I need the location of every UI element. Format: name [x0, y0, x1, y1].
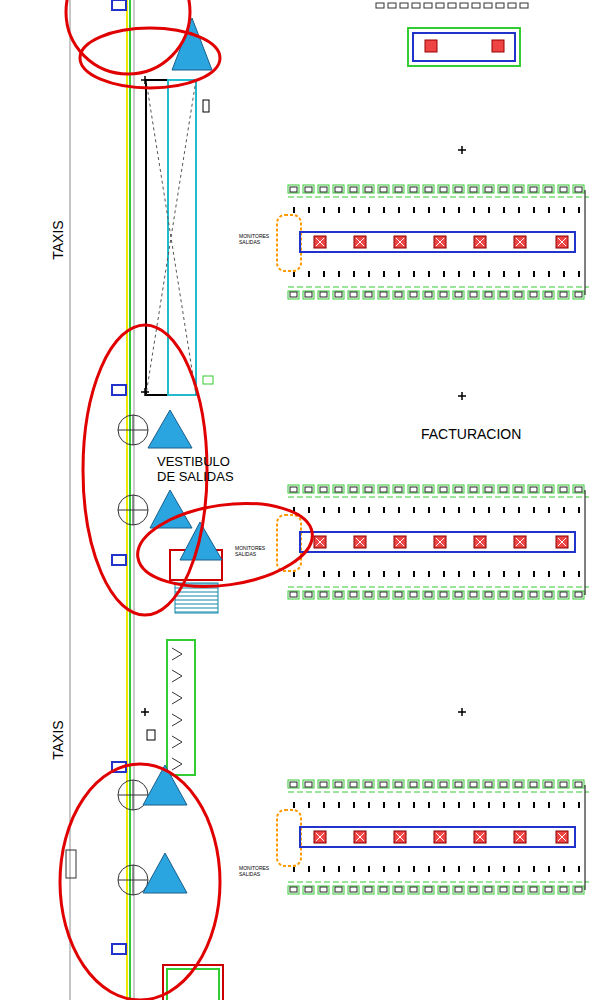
grid-mark — [141, 388, 149, 396]
desk — [376, 3, 384, 8]
area-label: FACTURACION — [421, 426, 521, 442]
grid-mark — [458, 146, 466, 154]
kiosks — [167, 640, 195, 775]
desk — [400, 3, 408, 8]
highlight-triangle — [143, 853, 187, 893]
x-box — [425, 40, 437, 52]
desk — [472, 3, 480, 8]
void-rect — [168, 80, 196, 395]
small-box — [147, 730, 155, 740]
void-rect — [146, 80, 196, 395]
desk — [460, 3, 468, 8]
grid-mark — [141, 76, 149, 84]
desk — [484, 3, 492, 8]
desk — [496, 3, 504, 8]
facade-line — [134, 0, 135, 1000]
sign-label: MONITORES SALIDAS — [235, 546, 259, 558]
desk — [508, 3, 516, 8]
desk — [412, 3, 420, 8]
area-label: TAXIS — [50, 220, 66, 259]
revolving-door — [118, 415, 148, 445]
highlight-ring — [66, 0, 190, 74]
area-label: TAXIS — [50, 720, 66, 759]
highlight-ring — [80, 28, 220, 88]
highlight-triangle — [172, 18, 212, 70]
diagonal — [146, 80, 196, 395]
door-marker — [112, 0, 126, 10]
structure — [413, 33, 515, 61]
door-marker — [112, 944, 126, 954]
x-box — [492, 40, 504, 52]
door-marker — [112, 385, 126, 395]
highlight-ring — [60, 764, 220, 1000]
desk — [520, 3, 528, 8]
desk — [448, 3, 456, 8]
grid-mark — [458, 392, 466, 400]
grid-mark — [458, 708, 466, 716]
revolving-door — [118, 865, 148, 895]
small-box — [203, 100, 209, 112]
highlight-ring — [132, 493, 317, 597]
facade-line — [126, 0, 128, 1000]
desk — [388, 3, 396, 8]
structure — [167, 969, 219, 1000]
grid-mark — [141, 708, 149, 716]
door-marker — [112, 555, 126, 565]
structure — [408, 28, 520, 66]
sign-label: MONITORES SALIDAS — [239, 234, 263, 246]
revolving-door — [118, 495, 148, 525]
diagonal — [146, 80, 196, 395]
small-box — [203, 376, 213, 384]
sign-label: MONITORES SALIDAS — [239, 866, 263, 878]
area-label: VESTIBULO DE SALIDAS — [157, 455, 235, 485]
highlight-triangle — [148, 410, 192, 448]
checkin-island — [277, 185, 589, 299]
checkin-island — [277, 780, 589, 894]
desk — [424, 3, 432, 8]
desk — [436, 3, 444, 8]
facade-line — [129, 0, 131, 1000]
small-box — [66, 850, 76, 878]
checkin-island — [277, 485, 589, 599]
highlight-triangle — [150, 490, 192, 528]
